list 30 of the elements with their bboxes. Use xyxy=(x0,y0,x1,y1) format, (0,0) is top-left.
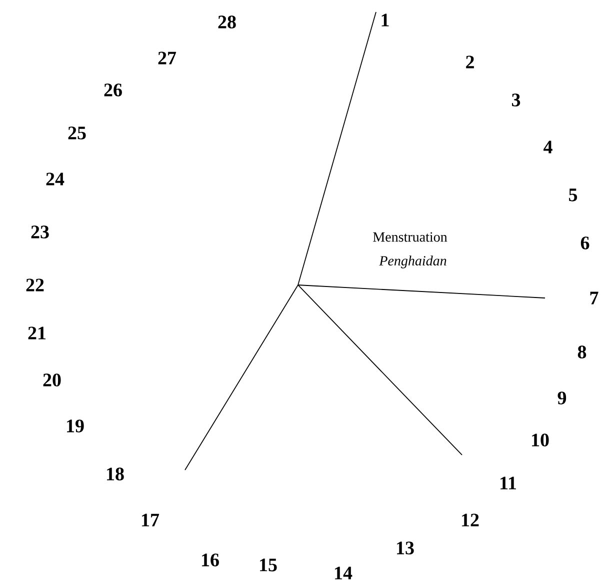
number-label: 5 xyxy=(569,188,578,202)
number-label: 12 xyxy=(462,514,479,526)
number-label: 11 xyxy=(500,476,516,490)
number-label: 4 xyxy=(544,140,552,154)
number-label: 22 xyxy=(26,278,44,292)
number-label: 28 xyxy=(218,16,236,28)
number-label: 17 xyxy=(142,514,160,526)
number-label: 13 xyxy=(397,542,414,554)
text-label: Penghaidan xyxy=(379,256,446,268)
number-label: 26 xyxy=(104,84,122,96)
number-label: 18 xyxy=(107,468,124,480)
number-label: 10 xyxy=(532,434,549,446)
number-label: 23 xyxy=(31,226,49,238)
number-label: 6 xyxy=(580,236,590,250)
number-label: 27 xyxy=(158,52,176,64)
number-label: 1 xyxy=(382,14,389,26)
number-label: 3 xyxy=(512,94,520,106)
number-label: 7 xyxy=(590,292,598,304)
number-label: 2 xyxy=(466,56,474,68)
number-label: 21 xyxy=(28,326,46,340)
number-label: 14 xyxy=(335,566,352,580)
number-label: 8 xyxy=(578,346,586,358)
number-label: 9 xyxy=(558,392,566,404)
number-label: 24 xyxy=(46,172,64,186)
text-label: Menstruation xyxy=(373,232,448,242)
number-label: 16 xyxy=(202,554,219,566)
number-label: 15 xyxy=(260,558,277,572)
number-label: 19 xyxy=(67,420,84,432)
number-label: 20 xyxy=(43,374,61,386)
number-label: 25 xyxy=(68,126,86,140)
